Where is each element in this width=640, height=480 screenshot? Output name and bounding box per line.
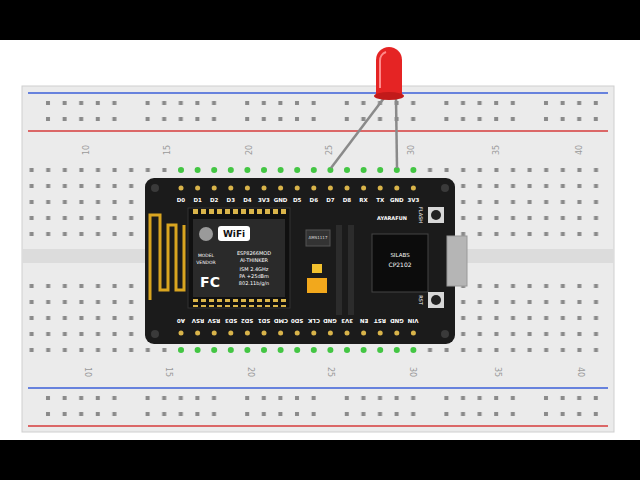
led: [331, 47, 404, 168]
column-number: 15: [164, 145, 172, 155]
pin-label: VIN: [408, 317, 419, 323]
module-text: ISM 2.4GHz: [240, 267, 269, 272]
button-label: RST: [418, 295, 423, 305]
chip-label: SILABS: [390, 253, 409, 259]
top-bar: [0, 0, 640, 40]
pin-label: D8: [343, 198, 351, 204]
module-text: AI-THINKER: [240, 258, 268, 263]
column-number: 30: [408, 145, 416, 155]
pin-label: RST: [374, 317, 386, 323]
nodemcu-board: [145, 178, 467, 344]
bottom-bar: [0, 440, 640, 480]
column-number: 20: [246, 145, 254, 155]
pin-label: SD3: [225, 317, 237, 323]
rail-line: [28, 387, 608, 389]
rail-line: [28, 92, 608, 94]
terminal-holes: [28, 278, 608, 358]
column-number: 25: [326, 367, 334, 377]
pin-label: RX: [359, 198, 367, 204]
pin-label: A0: [177, 317, 185, 323]
pin-label: GND: [390, 198, 404, 204]
pin-label: CMD: [274, 317, 288, 323]
column-number: 35: [493, 367, 501, 377]
pin-label: D1: [193, 198, 201, 204]
breadboard: [22, 86, 614, 432]
column-number: 40: [576, 145, 584, 155]
pin-label: SD0: [291, 317, 303, 323]
pin-label: D5: [293, 198, 301, 204]
module-text: ESP8266MOD: [237, 251, 271, 256]
module-text: 802.11b/g/n: [239, 281, 269, 286]
pin-label: 3V3: [341, 317, 353, 323]
pin-label: 3V3: [407, 198, 419, 204]
chip-label: AMS1117: [309, 236, 328, 240]
pin-label: SD1: [258, 317, 270, 323]
pin-label: RSV: [208, 317, 220, 323]
column-number: 40: [576, 367, 584, 377]
pin-label: D0: [177, 198, 185, 204]
column-number: 15: [164, 367, 172, 377]
column-number: 30: [408, 367, 416, 377]
pin-label: TX: [376, 198, 384, 204]
pin-label: 3V3: [258, 198, 270, 204]
column-number: 20: [246, 367, 254, 377]
pin-label: D3: [227, 198, 235, 204]
button-label: FLASH: [418, 207, 423, 223]
pin-label: D7: [326, 198, 334, 204]
fc-mark: FC: [200, 275, 220, 289]
pin-label: RSV: [191, 317, 203, 323]
column-number: 25: [326, 145, 334, 155]
pin-label: SD2: [241, 317, 253, 323]
rail-holes: [40, 95, 600, 127]
pin-label: CLK: [308, 317, 320, 323]
chip-label: CP2102: [388, 262, 411, 268]
column-number: 10: [83, 367, 91, 377]
rail-line: [28, 425, 608, 427]
module-text: PA +25dBm: [239, 274, 269, 279]
pin-label: GND: [390, 317, 404, 323]
column-number: 35: [493, 145, 501, 155]
column-number: 10: [83, 145, 91, 155]
pin-label: D4: [243, 198, 251, 204]
pin-label: GND: [324, 317, 338, 323]
pin-label: EN: [359, 317, 367, 323]
rail-line: [28, 130, 608, 132]
pin-label: D6: [310, 198, 318, 204]
pin-label: D2: [210, 198, 218, 204]
module-text: MODEL: [198, 254, 214, 259]
wifi-logo: WiFi: [223, 230, 245, 239]
pin-label: GND: [274, 198, 288, 204]
rail-holes: [40, 390, 600, 422]
module-text: VENDOR: [196, 261, 215, 266]
brand-text: AYARAFUN: [377, 216, 407, 221]
